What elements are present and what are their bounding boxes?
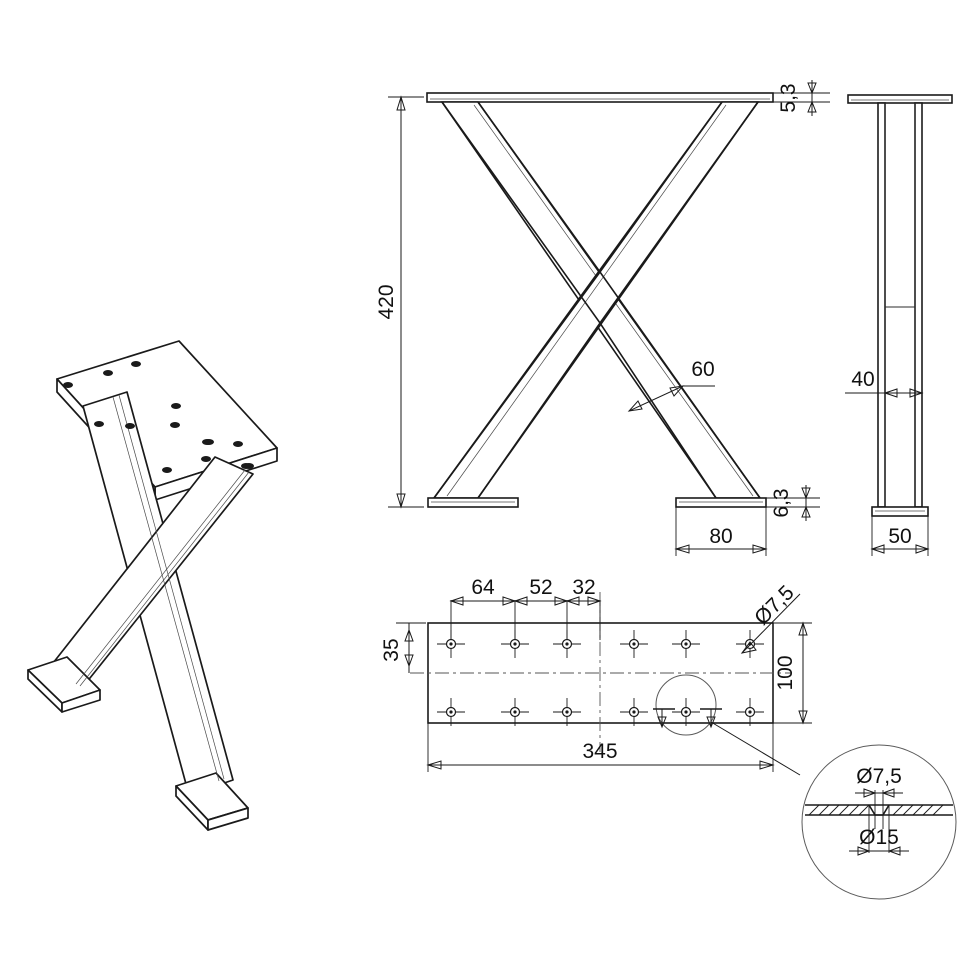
elev-brace-right-inner bbox=[446, 104, 727, 497]
iso-plate-hole bbox=[170, 422, 180, 428]
detail-dim-15-label: Ø15 bbox=[859, 826, 899, 849]
iso-plate-hole bbox=[103, 370, 113, 376]
dim-60-arrow-a bbox=[627, 400, 643, 412]
iso-strut-front-highlight2 bbox=[79, 471, 250, 687]
dim-50-arrow-right bbox=[915, 544, 930, 554]
elev-top-plate bbox=[426, 92, 774, 103]
iso-plate-hole bbox=[131, 361, 141, 367]
dim-5-3-label: 5,3 bbox=[777, 83, 800, 112]
iso-plate-hole bbox=[162, 467, 172, 473]
dim-100-arrow-top bbox=[798, 621, 808, 636]
dim-32-arrow-r bbox=[587, 596, 602, 606]
iso-foot-plate-rear-right bbox=[207, 807, 249, 831]
dim-345-label: 345 bbox=[582, 740, 617, 763]
dim-40-arrow-right bbox=[909, 388, 924, 398]
dim-420-label: 420 bbox=[375, 284, 398, 319]
plate-hole-row-bottom bbox=[437, 698, 764, 726]
iso-strut-rear-highlight bbox=[118, 394, 225, 780]
dim-52-arrow-l bbox=[513, 596, 528, 606]
dim-5-3-arrow-bot bbox=[807, 100, 817, 113]
plate-hole bbox=[501, 698, 529, 726]
dim-5-3-arrow-top bbox=[807, 82, 817, 95]
detail-dim-7-5-arrow-l bbox=[863, 788, 877, 798]
dim-64-arrow-l bbox=[449, 596, 464, 606]
dim-60-arrow-b bbox=[669, 385, 685, 397]
dim-6-3-label: 6,3 bbox=[770, 488, 793, 517]
plate-hole bbox=[672, 698, 700, 726]
iso-plate-hole bbox=[241, 463, 251, 469]
plate-weld-marks bbox=[653, 708, 722, 729]
detail-section-hatch bbox=[808, 804, 944, 816]
dim-64-label: 64 bbox=[471, 576, 495, 599]
dim-52-arrow-r bbox=[554, 596, 569, 606]
side-elevation-view: 40 50 bbox=[845, 94, 953, 556]
dim-dia75-leader bbox=[741, 593, 801, 654]
elev-foot-plate-right bbox=[675, 497, 767, 508]
countersunk-hole-detail-view: Ø7,5 Ø15 bbox=[801, 744, 957, 900]
dim-60-label: 60 bbox=[691, 358, 714, 381]
dim-345-arrow-right bbox=[759, 760, 775, 770]
elev-x-crossing-outline bbox=[433, 101, 761, 499]
side-profile-left-bar bbox=[877, 102, 886, 508]
dim-40-arrow-left bbox=[883, 388, 898, 398]
dim-80-arrow-left bbox=[674, 544, 690, 554]
dim-64-arrow-r bbox=[502, 596, 517, 606]
dim-40-label: 40 bbox=[851, 368, 874, 391]
dim-35-label: 35 bbox=[380, 638, 403, 661]
detail-countersink-profile bbox=[868, 804, 890, 816]
iso-foot-plate-front-right bbox=[61, 689, 101, 713]
detail-bubble-circle bbox=[655, 674, 717, 736]
dim-80-label: 80 bbox=[709, 525, 732, 548]
iso-strut-rear-highlight2 bbox=[112, 396, 220, 782]
front-elevation-view: 420 5,3 60 6,3 80 bbox=[375, 80, 830, 556]
top-plate-plan-view: 64 52 32 35 100 Ø7,5 bbox=[380, 576, 812, 776]
side-profile-right-bar bbox=[914, 102, 923, 508]
plate-hole bbox=[620, 698, 648, 726]
plate-hole bbox=[620, 630, 648, 658]
dim-80-arrow-right bbox=[752, 544, 768, 554]
iso-plate-hole bbox=[63, 382, 73, 388]
dim-35-arrow-top bbox=[404, 628, 414, 642]
detail-dim-15-arrow-l bbox=[857, 846, 871, 856]
dim-100-arrow-bot bbox=[798, 710, 808, 725]
iso-plate-hole bbox=[201, 456, 211, 462]
elev-foot-plate-left bbox=[427, 497, 519, 508]
detail-dim-7-5-label: Ø7,5 bbox=[856, 765, 902, 788]
iso-strut-front-highlight bbox=[75, 469, 246, 685]
dim-6-3-arrow-top bbox=[801, 487, 811, 500]
side-foot-plate bbox=[871, 506, 929, 517]
iso-plate-hole bbox=[202, 439, 212, 445]
dim-345-arrow-left bbox=[426, 760, 442, 770]
detail-bubble-leader bbox=[710, 721, 801, 776]
dim-50-arrow-left bbox=[870, 544, 885, 554]
iso-plate-hole bbox=[171, 403, 181, 409]
dim-32-arrow-l bbox=[565, 596, 580, 606]
side-top-plate bbox=[847, 94, 953, 104]
isometric-view bbox=[27, 340, 278, 831]
detail-view-circle bbox=[801, 744, 957, 900]
dim-420-arrow-bottom bbox=[396, 493, 406, 509]
dim-32-label: 32 bbox=[572, 576, 595, 599]
detail-dim-15-arrow-r bbox=[887, 846, 901, 856]
dim-52-label: 52 bbox=[529, 576, 552, 599]
plate-hole bbox=[736, 698, 764, 726]
plate-hole bbox=[672, 630, 700, 658]
dim-35-arrow-bot bbox=[404, 654, 414, 668]
dim-100-label: 100 bbox=[774, 655, 797, 690]
iso-plate-hole bbox=[233, 441, 243, 447]
plate-hole bbox=[553, 698, 581, 726]
dim-6-3-arrow-bot bbox=[801, 505, 811, 518]
iso-plate-hole bbox=[94, 421, 104, 427]
iso-plate-hole bbox=[125, 423, 135, 429]
dim-dia75-arrow bbox=[740, 641, 757, 654]
dim-420-arrow-top bbox=[396, 95, 406, 111]
dim-50-label: 50 bbox=[888, 525, 911, 548]
detail-dim-7-5-arrow-r bbox=[881, 788, 895, 798]
plate-hole bbox=[437, 698, 465, 726]
